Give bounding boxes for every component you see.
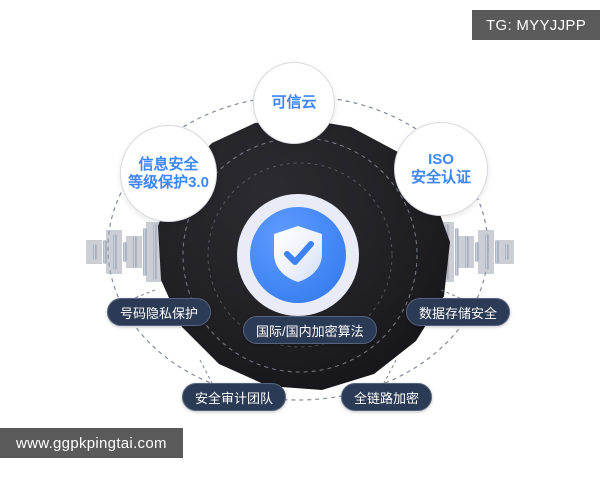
bubble-line: 可信云 [271, 94, 317, 112]
feature-pill-audit-team[interactable]: 安全审计团队 [182, 383, 287, 411]
certification-bubble-trusted-cloud[interactable]: 可信云 [253, 62, 335, 144]
bubble-line: 等级保护3.0 [128, 173, 209, 191]
feature-pill-number-privacy[interactable]: 号码隐私保护 [107, 298, 212, 326]
feature-pill-full-link[interactable]: 全链路加密 [341, 383, 433, 411]
watermark-top-right: TG: MYYJJPP [472, 10, 600, 40]
bubble-line: 信息安全 [138, 155, 199, 173]
feature-pill-encryption[interactable]: 国际/国内加密算法 [243, 316, 377, 344]
watermark-bottom-left: www.ggpkpingtai.com [0, 428, 183, 458]
inner-dashed-ring-inner [207, 162, 393, 348]
inner-dashed-ring-outer [182, 137, 418, 373]
bubble-line: ISO [428, 151, 454, 169]
bubble-line: 安全认证 [410, 169, 471, 186]
certification-bubble-infosec-level[interactable]: 信息安全 等级保护3.0 [120, 125, 217, 222]
feature-pill-data-storage[interactable]: 数据存储安全 [406, 298, 511, 326]
shield-check-icon [272, 224, 324, 284]
certification-bubble-iso[interactable]: ISO 安全认证 [394, 122, 488, 216]
